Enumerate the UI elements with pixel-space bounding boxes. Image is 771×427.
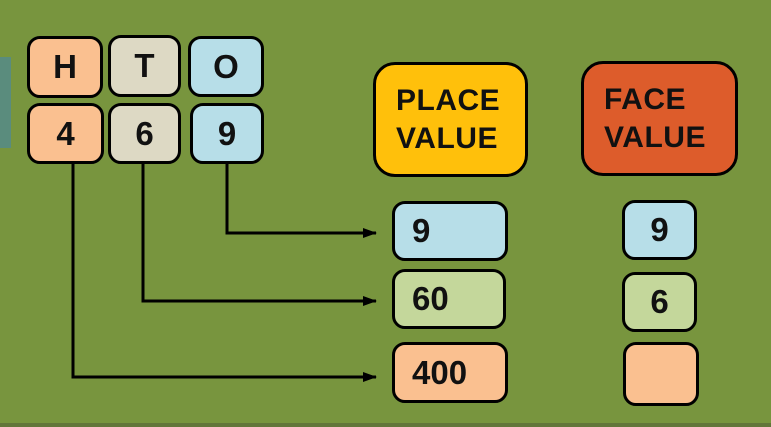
- hto-header-ones: O: [188, 36, 264, 97]
- face-value-box-tens: 6: [622, 272, 697, 332]
- place-value-box-hundreds: 400: [392, 342, 508, 403]
- face-value-box-ones: 9: [622, 200, 697, 260]
- place-value-box-tens: 60: [392, 269, 506, 329]
- place-value-title-line1: PLACE: [396, 83, 501, 117]
- digit-hundreds: 4: [27, 103, 104, 164]
- arrow-tens-to-place-value: [141, 161, 377, 306]
- arrow-hundreds-to-place-value: [71, 161, 377, 382]
- place-value-title: PLACE VALUE: [373, 62, 528, 177]
- face-value-box-hundreds-empty: [623, 342, 699, 406]
- arrow-ones-to-place-value: [225, 161, 377, 238]
- hto-header-tens: T: [108, 35, 181, 97]
- digit-ones: 9: [190, 103, 264, 164]
- face-value-title: FACE VALUE: [581, 61, 738, 176]
- digit-tens: 6: [108, 103, 181, 164]
- face-value-title-line2: VALUE: [604, 120, 706, 154]
- face-value-title-line1: FACE: [604, 82, 687, 116]
- place-value-title-line2: VALUE: [396, 121, 498, 155]
- left-edge-accent-bar: [0, 57, 11, 148]
- hto-header-hundreds: H: [27, 36, 103, 98]
- bottom-edge-strip: [0, 423, 771, 427]
- place-value-box-ones: 9: [392, 201, 508, 261]
